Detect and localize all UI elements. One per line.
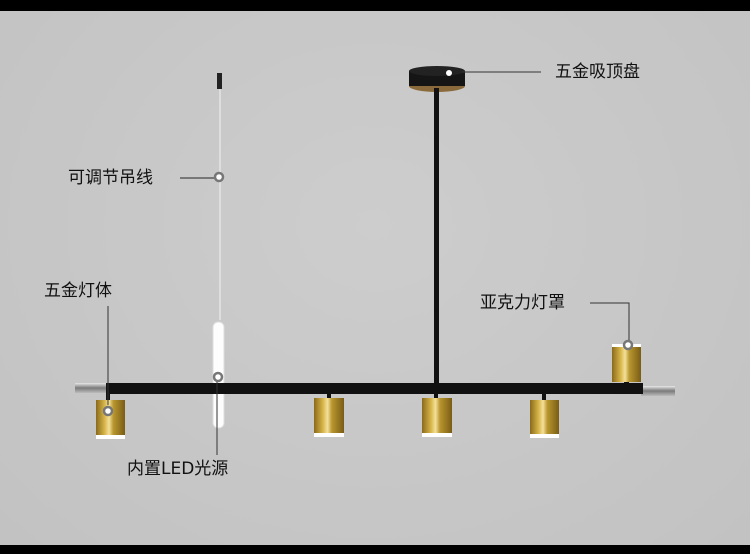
marker-dots	[102, 70, 634, 417]
label-built-in-led: 内置LED光源	[127, 459, 229, 479]
bar-cap-right	[641, 386, 675, 396]
label-adjustable-wire: 可调节吊线	[68, 168, 153, 188]
leader-lines	[107, 71, 630, 455]
background	[0, 11, 750, 545]
main-bar	[106, 383, 643, 394]
top-border	[0, 0, 750, 11]
wire-fitting	[217, 73, 222, 89]
bar-cap-left	[75, 383, 108, 393]
center-stem	[434, 88, 439, 384]
label-lamp-body: 五金灯体	[44, 281, 112, 301]
label-acrylic-shade: 亚克力灯罩	[480, 293, 565, 313]
label-canopy: 五金吸顶盘	[555, 62, 640, 82]
bottom-border	[0, 545, 750, 554]
